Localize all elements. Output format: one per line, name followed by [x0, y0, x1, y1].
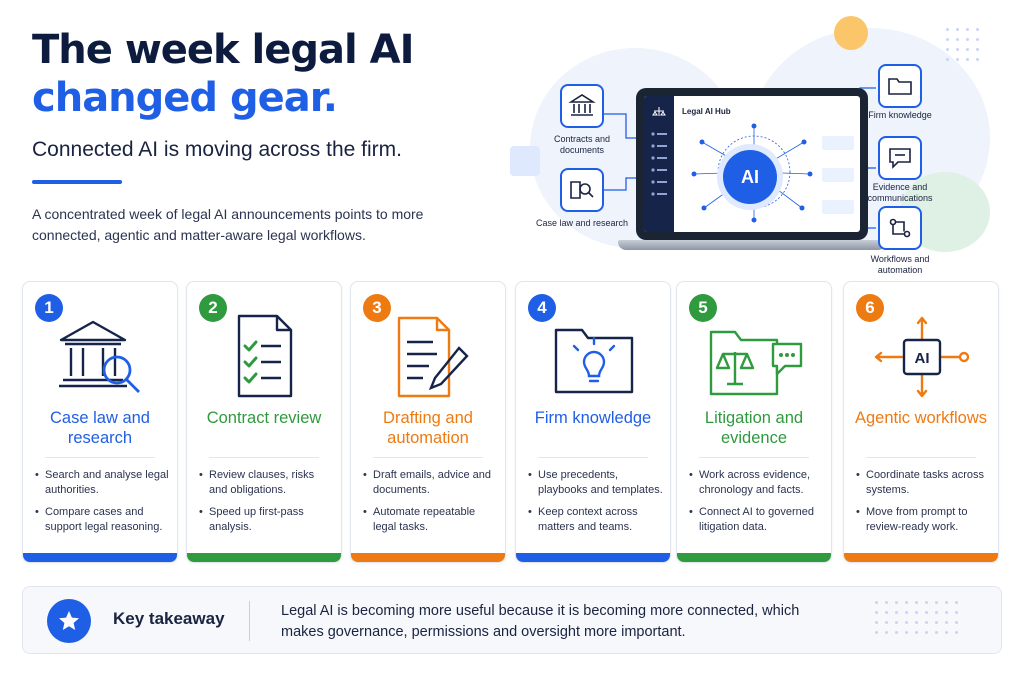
- card-bullet: Automate repeatable legal tasks.: [363, 505, 499, 535]
- card-title: Litigation and evidence: [704, 409, 804, 447]
- intro-paragraph: A concentrated week of legal AI announce…: [32, 206, 424, 243]
- card-divider: [209, 457, 319, 458]
- card-title: Firm knowledge: [534, 409, 652, 427]
- node-label-evidence: Evidence and communications: [867, 182, 933, 203]
- node-label-workflows: Workflows and automation: [870, 254, 930, 275]
- card-divider: [538, 457, 648, 458]
- card-bullets: Search and analyse legal authorities. Co…: [35, 468, 171, 542]
- card-bullet: Use precedents, playbooks and templates.: [528, 468, 664, 498]
- courthouse-search-icon: [59, 320, 140, 393]
- card-divider: [866, 457, 976, 458]
- sidebar-menu-icons: [651, 107, 667, 196]
- svg-text:AI: AI: [915, 350, 930, 367]
- card-bullet: Work across evidence, chronology and fac…: [689, 468, 825, 498]
- page-title-line-2: changed gear.: [32, 75, 338, 121]
- card-accent-bar: [23, 553, 177, 562]
- workflow-icon: [878, 206, 922, 250]
- accent-divider: [32, 180, 122, 184]
- page-subtitle: Connected AI is moving across the firm.: [32, 138, 402, 161]
- card-bullets: Use precedents, playbooks and templates.…: [528, 468, 664, 542]
- card-number-badge: 2: [199, 294, 227, 322]
- takeaway-text: Legal AI is becoming more useful because…: [281, 603, 800, 640]
- app-sidebar: [644, 96, 674, 232]
- card-case-law: 1 Case law and research Search and analy…: [22, 281, 178, 563]
- card-title: Agentic workflows: [854, 409, 988, 427]
- card-bullets: Draft emails, advice and documents. Auto…: [363, 468, 499, 542]
- takeaway-separator: [249, 601, 250, 641]
- card-bullet: Search and analyse legal authorities.: [35, 468, 171, 498]
- card-drafting: 3 Drafting and automation Draft emails, …: [350, 281, 506, 563]
- laptop-base: [618, 240, 886, 250]
- screen-app-title: Legal AI Hub: [682, 107, 731, 116]
- card-number-badge: 1: [35, 294, 63, 322]
- chat-bubble-icon: [878, 136, 922, 180]
- card-accent-bar: [516, 553, 670, 562]
- card-divider: [373, 457, 483, 458]
- hero-illustration: Legal AI Hub: [500, 8, 1020, 278]
- card-accent-bar: [844, 553, 998, 562]
- ai-core-badge: AI: [723, 150, 777, 204]
- card-bullet: Review clauses, risks and obligations.: [199, 468, 335, 498]
- card-bullet: Draft emails, advice and documents.: [363, 468, 499, 498]
- decor-dots: [946, 28, 979, 61]
- card-title: Drafting and automation: [383, 409, 473, 447]
- scales-chat-icon: [709, 330, 803, 396]
- card-divider: [699, 457, 809, 458]
- app-window: Legal AI Hub: [644, 96, 860, 232]
- card-bullet: Coordinate tasks across systems.: [856, 468, 992, 498]
- card-accent-bar: [351, 553, 505, 562]
- card-contract-review: 2 Contract review Review clauses, risks …: [186, 281, 342, 563]
- card-title: Contract review: [206, 409, 322, 427]
- card-divider: [45, 457, 155, 458]
- card-firm-knowledge: 4 Firm knowledge Use precedents, playboo…: [515, 281, 671, 563]
- card-bullet: Connect AI to governed litigation data.: [689, 505, 825, 535]
- ai-chip-arrows-icon: AI: [874, 316, 970, 398]
- bank-building-icon: [560, 84, 604, 128]
- star-icon: [47, 599, 91, 643]
- card-number-badge: 3: [363, 294, 391, 322]
- card-accent-bar: [677, 553, 831, 562]
- folder-icon: [878, 64, 922, 108]
- card-number-badge: 4: [528, 294, 556, 322]
- card-accent-bar: [187, 553, 341, 562]
- card-bullets: Coordinate tasks across systems. Move fr…: [856, 468, 992, 542]
- sun-circle: [834, 16, 868, 50]
- key-takeaway-banner: Key takeaway Legal AI is becoming more u…: [22, 586, 1002, 654]
- card-number-badge: 5: [689, 294, 717, 322]
- card-title: Case law and research: [50, 409, 150, 447]
- card-bullet: Speed up first-pass analysis.: [199, 505, 335, 535]
- page-title-line-1: The week legal AI: [32, 27, 415, 73]
- card-agentic: 6 AI Agentic workflows Coordinate tasks …: [843, 281, 999, 563]
- card-bullet: Compare cases and support legal reasonin…: [35, 505, 171, 535]
- book-magnifier-icon: [560, 168, 604, 212]
- card-bullet: Keep context across matters and teams.: [528, 505, 664, 535]
- decor-square: [510, 146, 540, 176]
- folder-lightbulb-icon: [554, 328, 634, 394]
- node-label-contracts: Contracts and documents: [553, 134, 611, 155]
- card-bullets: Work across evidence, chronology and fac…: [689, 468, 825, 542]
- card-bullets: Review clauses, risks and obligations. S…: [199, 468, 335, 542]
- checklist-document-icon: [237, 314, 293, 398]
- page-title: The week legal AI changed gear.: [32, 26, 502, 122]
- decor-dots: [875, 601, 958, 634]
- takeaway-label: Key takeaway: [113, 609, 225, 628]
- card-litigation: 5 Litigation and evidence Work across ev…: [676, 281, 832, 563]
- card-number-badge: 6: [856, 294, 884, 322]
- document-pencil-icon: [397, 316, 469, 398]
- node-label-case-law: Case law and research: [535, 218, 629, 228]
- node-label-firm-knowledge: Firm knowledge: [868, 110, 932, 120]
- card-bullet: Move from prompt to review-ready work.: [856, 505, 992, 535]
